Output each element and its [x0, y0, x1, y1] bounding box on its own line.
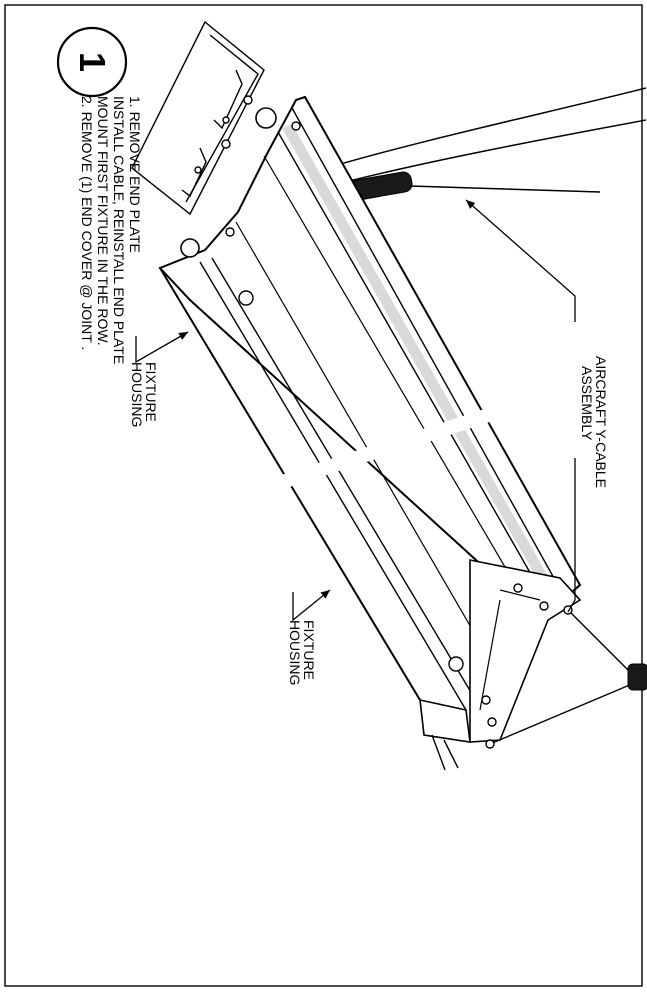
- step-number: 1: [72, 52, 113, 72]
- fixture-housing: [158, 95, 582, 771]
- instruction-line-3: MOUNT FIRST FIXTURE IN THE ROW.: [95, 96, 111, 346]
- housing-callout-a-line-2: HOUSING: [129, 362, 145, 427]
- cable-callout-line-2: ASSEMBLY: [579, 366, 595, 441]
- cable-callout: AIRCRAFT Y-CABLE ASSEMBLY: [579, 356, 609, 488]
- instruction-line-1: 1. REMOVE END PLATE: [127, 96, 143, 253]
- joint-y-cable: [485, 605, 647, 749]
- housing-callout-b-line-1: FIXTURE: [301, 620, 317, 680]
- cable-leader-bottom: [567, 458, 576, 613]
- housing-callout-a-line-1: FIXTURE: [143, 362, 159, 422]
- housing-leader-a: [135, 331, 189, 364]
- sheet-border: [4, 4, 643, 987]
- instruction-line-2: INSTALL CABLE, REINSTALL END PLATE: [111, 96, 127, 364]
- housing-leader-b: [292, 589, 331, 622]
- instruction-line-4: 2. REMOVE (1) END COVER @ JOINT .: [79, 96, 95, 350]
- end-plate: [131, 20, 265, 216]
- suspension-cable: [311, 87, 647, 190]
- cable-callout-line-1: AIRCRAFT Y-CABLE: [593, 356, 609, 488]
- cable-leader-top: [465, 199, 576, 322]
- leader-lines: [135, 199, 576, 622]
- instruction-block: 1. REMOVE END PLATE INSTALL CABLE, REINS…: [79, 96, 143, 364]
- step-balloon: 1: [56, 26, 128, 98]
- housing-callout-a: FIXTURE HOUSING: [129, 362, 159, 427]
- housing-callout-b-line-2: HOUSING: [287, 620, 303, 685]
- housing-callout-b: FIXTURE HOUSING: [287, 620, 317, 685]
